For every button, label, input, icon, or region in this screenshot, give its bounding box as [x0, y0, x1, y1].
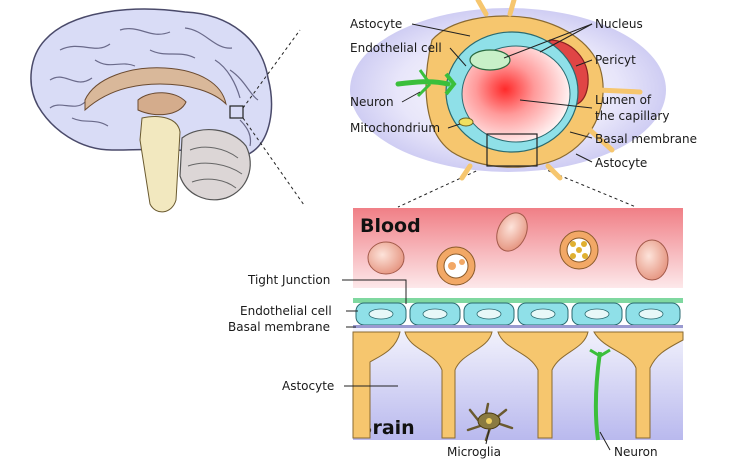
barrier-labels: Tight Junction Endothelial cell Basal me… [228, 273, 658, 459]
label-lumen-line2: the capillary [595, 109, 669, 123]
label-nucleus: Nucleus [595, 17, 643, 31]
brain-illustration [30, 8, 273, 213]
label-lumen-line1: Lumen of [595, 93, 652, 107]
label-astocyte-top: Astocyte [350, 17, 402, 31]
label-neuron-top: Neuron [350, 95, 394, 109]
brainstem [139, 116, 181, 213]
label-astocyte-bottom: Astocyte [595, 156, 647, 170]
label-endothelial-cell: Endothelial cell [350, 41, 442, 55]
barrier-panel: Blood Brain [352, 208, 684, 442]
red-blood-cells [367, 212, 669, 281]
white-blood-cell-1 [436, 246, 476, 286]
blood-label: Blood [360, 215, 421, 237]
label-basal-membrane-bottom: Basal membrane [228, 320, 330, 334]
microglia [466, 402, 514, 442]
astrocyte-feet [352, 331, 684, 439]
label-basal-membrane-top: Basal membrane [595, 132, 697, 146]
zoom-box-brain [229, 105, 244, 119]
zoom-box-capillary [486, 133, 538, 167]
label-microglia: Microglia [447, 445, 501, 459]
capillary-neuron [395, 69, 457, 98]
label-pericyt: Pericyt [595, 53, 636, 67]
zoom-lines [242, 29, 637, 208]
label-mitochondrium: Mitochondrium [350, 121, 440, 135]
brain-label: Brain [358, 417, 415, 439]
label-endothelial-cell-bottom: Endothelial cell [240, 304, 332, 318]
brain-gyri [49, 27, 259, 147]
capillary-cross-section [350, 0, 666, 181]
white-blood-cell-2 [559, 230, 599, 270]
label-astocyte-barrier: Astocyte [282, 379, 334, 393]
label-tight-junction: Tight Junction [247, 273, 330, 287]
capillary-labels: Astocyte Endothelial cell Neuron Mitocho… [350, 17, 697, 170]
endothelial-cells-row [353, 298, 683, 328]
mitochondrium [458, 117, 474, 127]
thalamus [137, 92, 187, 116]
cerebellum [179, 129, 251, 201]
barrier-neuron [593, 351, 602, 441]
nucleus [469, 49, 511, 71]
corpus-callosum [84, 67, 227, 112]
label-neuron-bottom: Neuron [614, 445, 658, 459]
